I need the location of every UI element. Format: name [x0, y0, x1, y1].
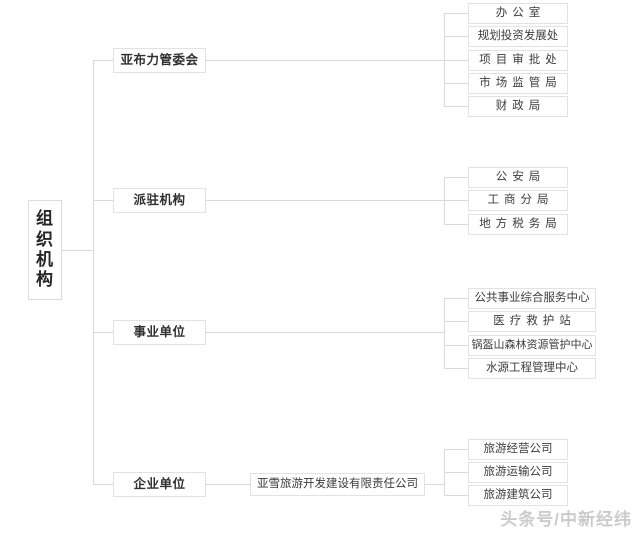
- category-label-4: 企业单位: [133, 477, 186, 492]
- connector-leaf-3-4: [444, 368, 468, 369]
- leaf-node-1-3: 项目审批处: [468, 50, 568, 71]
- category-node-3: 事业单位: [113, 320, 206, 345]
- root-char-3: 机: [36, 250, 54, 269]
- connector-leaf-3-2: [444, 321, 468, 322]
- leaf-label-3-4: 水源工程管理中心: [486, 361, 578, 374]
- leaf-node-3-1: 公共事业综合服务中心: [468, 288, 596, 309]
- connector-branch-4-to-mid: [206, 484, 250, 485]
- connector-leaf-4-2: [444, 472, 468, 473]
- root-char-4: 构: [36, 270, 54, 290]
- connector-leaf-4-1: [444, 449, 468, 450]
- leaf-label-2-2: 工商分局: [487, 193, 554, 206]
- root-char-1: 组: [36, 209, 54, 229]
- leaf-label-3-2: 医疗救护站: [493, 314, 576, 327]
- connector-branch-1-spine: [444, 13, 445, 106]
- leaf-node-2-1: 公安局: [468, 167, 568, 188]
- connector-leaf-1-1: [444, 13, 468, 14]
- connector-leaf-3-1: [444, 298, 468, 299]
- leaf-node-3-3: 锅盔山森林资源管护中心: [468, 335, 596, 356]
- leaf-node-1-4: 市场监管局: [468, 73, 568, 94]
- connector-branch-3: [93, 332, 113, 333]
- connector-leaf-4-3: [444, 495, 468, 496]
- category-label-1: 亚布力管委会: [120, 53, 199, 68]
- connector-leaf-2-1: [444, 177, 468, 178]
- leaf-node-1-5: 财政局: [468, 96, 568, 117]
- leaf-node-4-1: 旅游经营公司: [468, 439, 568, 460]
- connector-branch-1: [93, 60, 113, 61]
- watermark: 头条号/中新经纬: [500, 510, 632, 529]
- connector-leaf-3-3: [444, 345, 468, 346]
- category-label-3: 事业单位: [133, 325, 186, 340]
- root-char-2: 织: [36, 229, 54, 249]
- leaf-label-2-1: 公安局: [495, 170, 546, 183]
- connector-root-stub: [62, 250, 93, 251]
- connector-leaf-2-2: [444, 200, 468, 201]
- leaf-label-4-1: 旅游经营公司: [483, 442, 553, 455]
- category-label-2: 派驻机构: [133, 193, 186, 208]
- leaf-label-4-2: 旅游运输公司: [483, 465, 553, 478]
- leaf-label-1-2: 规划投资发展处: [477, 29, 559, 42]
- leaf-label-1-4: 市场监管局: [479, 76, 562, 89]
- connector-branch-2: [93, 200, 113, 201]
- connector-branch-4-out: [425, 484, 444, 485]
- connector-branch-2-out: [206, 200, 444, 201]
- category-node-1: 亚布力管委会: [113, 48, 206, 73]
- leaf-label-3-3: 锅盔山森林资源管护中心: [471, 339, 593, 352]
- connector-trunk: [93, 60, 94, 484]
- leaf-label-1-3: 项目审批处: [479, 53, 562, 66]
- middle-node-4: 亚雪旅游开发建设有限责任公司: [250, 473, 425, 496]
- leaf-node-1-1: 办公室: [468, 3, 568, 24]
- middle-label-4: 亚雪旅游开发建设有限责任公司: [257, 477, 418, 490]
- leaf-label-1-5: 财政局: [495, 99, 546, 112]
- leaf-label-2-3: 地方税务局: [479, 217, 562, 230]
- connector-branch-3-out: [206, 332, 444, 333]
- leaf-node-2-2: 工商分局: [468, 190, 568, 211]
- root-node: 组 织 机 构: [28, 200, 62, 300]
- connector-branch-1-out: [206, 60, 444, 61]
- connector-leaf-2-3: [444, 224, 468, 225]
- leaf-node-3-2: 医疗救护站: [468, 311, 596, 332]
- leaf-label-1-1: 办公室: [495, 6, 546, 19]
- leaf-node-1-2: 规划投资发展处: [468, 26, 568, 47]
- leaf-label-4-3: 旅游建筑公司: [483, 488, 553, 501]
- leaf-node-2-3: 地方税务局: [468, 214, 568, 235]
- leaf-node-3-4: 水源工程管理中心: [468, 358, 596, 379]
- connector-leaf-1-3: [444, 60, 468, 61]
- leaf-node-4-2: 旅游运输公司: [468, 462, 568, 483]
- connector-branch-4: [93, 484, 113, 485]
- leaf-label-3-1: 公共事业综合服务中心: [474, 291, 590, 304]
- category-node-4: 企业单位: [113, 472, 206, 497]
- leaf-node-4-3: 旅游建筑公司: [468, 485, 568, 506]
- connector-leaf-1-5: [444, 106, 468, 107]
- connector-leaf-1-4: [444, 83, 468, 84]
- connector-branch-3-spine: [444, 298, 445, 368]
- connector-leaf-1-2: [444, 36, 468, 37]
- category-node-2: 派驻机构: [113, 188, 206, 213]
